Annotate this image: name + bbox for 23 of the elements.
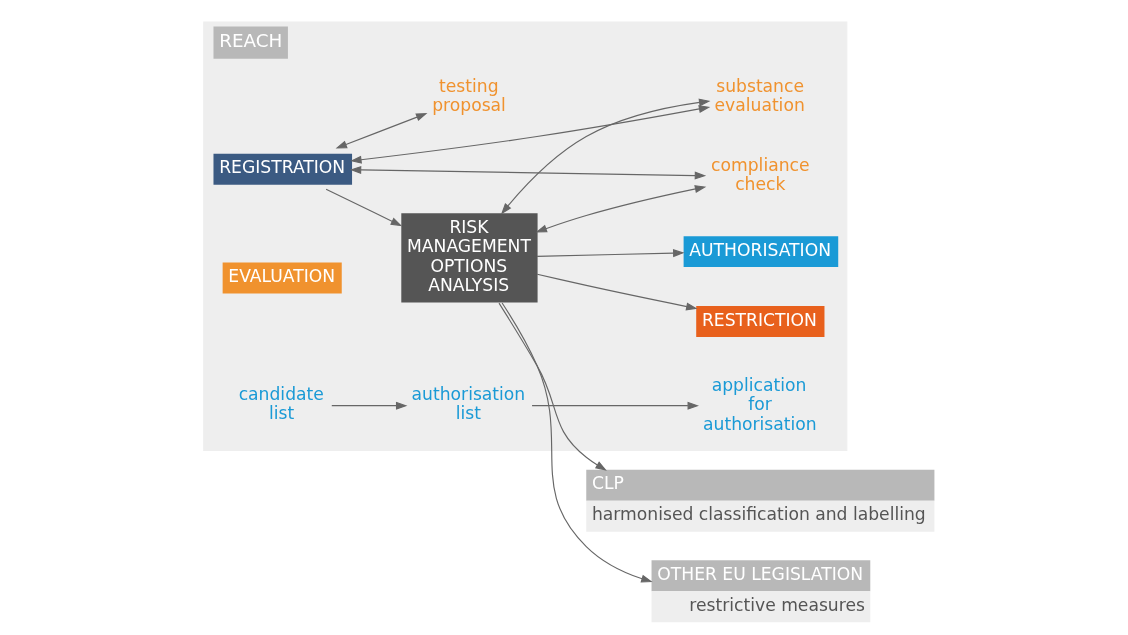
node-text: compliance check	[710, 154, 810, 195]
arrow	[349, 165, 706, 180]
arrow	[535, 185, 706, 233]
arrow	[349, 105, 710, 164]
node-box: EVALUATION	[222, 262, 342, 294]
arrow	[536, 249, 685, 258]
node-box: REGISTRATION	[213, 153, 352, 185]
arrow	[330, 401, 407, 410]
arrow	[325, 188, 402, 227]
node-text: application for authorisation	[702, 374, 817, 434]
node-text: testing proposal	[431, 75, 506, 116]
arrow	[536, 273, 698, 311]
node-box: RESTRICTION	[695, 306, 824, 337]
arrow	[497, 302, 607, 471]
node-text: authorisation list	[411, 383, 525, 424]
arrow	[335, 113, 427, 149]
node-box: AUTHORISATION	[683, 236, 838, 268]
node-box: RISK MANAGEMENT OPTIONS ANALYSIS	[400, 213, 538, 303]
arrow	[500, 98, 710, 215]
node-text: substance evaluation	[714, 75, 805, 116]
arrow	[530, 401, 699, 410]
arrow	[501, 302, 653, 583]
node-text: candidate list	[238, 383, 324, 424]
